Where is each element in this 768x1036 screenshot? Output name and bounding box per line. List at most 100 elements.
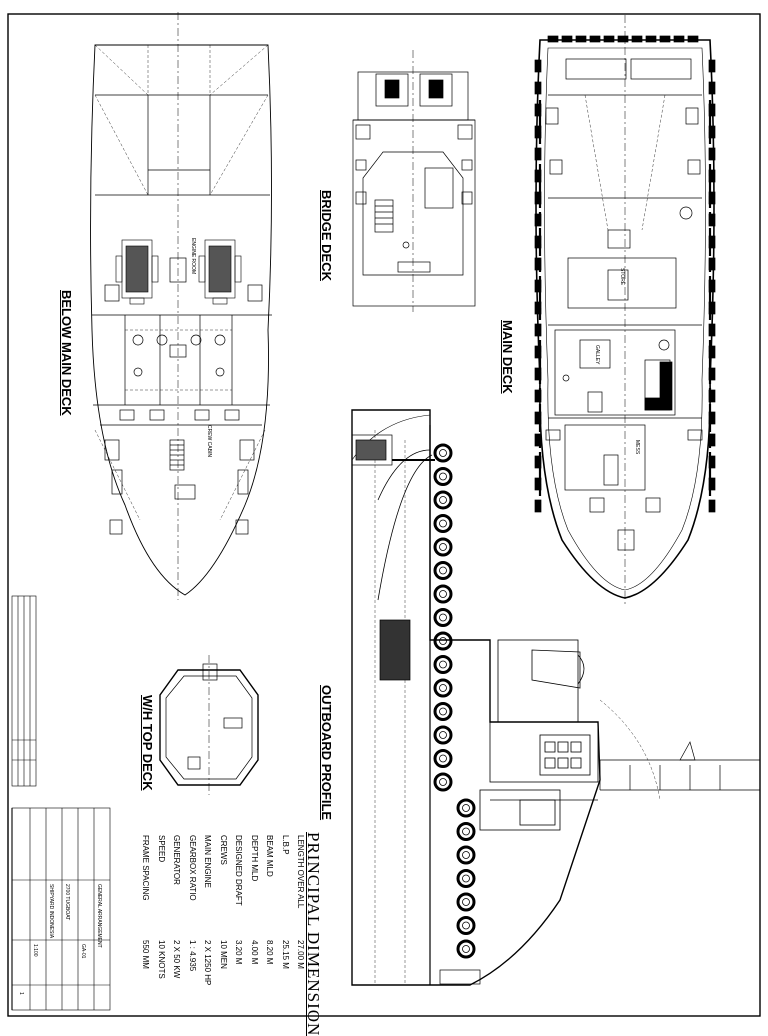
fender-block	[534, 389, 542, 403]
principal-dimension-label: GENERATOR	[172, 835, 181, 885]
principal-dimension-value: 4.00 M	[249, 940, 259, 965]
view-title-bridge-deck: BRIDGE DECK	[319, 190, 334, 282]
fender-tire-hub	[439, 449, 447, 457]
principal-dimension-value: 1 : 4.935	[187, 940, 197, 972]
fender-tire-hub	[439, 472, 447, 481]
principal-dimension-label: DESIGNED DRAFT	[234, 835, 243, 906]
fender-block	[645, 35, 657, 43]
fender-tire-hub	[462, 804, 470, 812]
fender-tire	[433, 584, 453, 604]
fender-block	[534, 235, 542, 249]
principal-dimension-label: LENGTH OVER ALL	[296, 835, 305, 909]
fender-block	[534, 279, 542, 293]
title-block-project: 2700 TUGBOAT	[64, 884, 70, 921]
fender-tire-hub	[439, 590, 447, 598]
fender-tire-hub	[462, 945, 470, 953]
fender-tire	[433, 702, 453, 721]
title-block-scale: 1:100	[32, 944, 38, 957]
view-title-main-deck: MAIN DECK	[500, 320, 515, 394]
fender-tire	[433, 772, 453, 792]
fender-block	[534, 345, 542, 359]
fender-block	[534, 191, 542, 205]
fender-block	[534, 213, 542, 227]
fender-tires-lower	[456, 798, 476, 959]
fender-block	[708, 213, 716, 227]
fender-tire-hub	[439, 543, 447, 551]
fender-block	[603, 35, 615, 43]
fender-block	[631, 35, 643, 43]
fender-block	[708, 191, 716, 205]
fender-tire	[456, 916, 476, 935]
principal-dimension-label: CREWS	[218, 835, 228, 865]
fender-block	[617, 35, 629, 43]
sheet-border	[7, 13, 761, 1017]
fender-tire-hub	[439, 754, 447, 763]
fender-block	[575, 35, 587, 43]
room-label-engine-room: ENGINE ROOM	[190, 238, 196, 275]
title-block-dwg-no: GA-01	[80, 944, 86, 959]
fender-tire	[433, 537, 453, 557]
principal-dimension-heading: PRINCIPAL DIMENSION	[304, 832, 323, 1036]
fender-tire	[433, 749, 453, 768]
fender-tire-hub	[439, 660, 447, 669]
title-block-client: SHIPYARD INDONESIA	[48, 884, 54, 939]
principal-dimension-label: DEPTH MLD	[249, 835, 259, 882]
fender-block	[534, 301, 542, 315]
fender-tire	[456, 869, 476, 888]
fender-block	[708, 103, 716, 117]
fender-tire	[433, 678, 453, 698]
fender-tire	[433, 514, 453, 533]
fender-tire	[433, 655, 453, 674]
fender-block	[589, 35, 601, 43]
main-deck-plan	[534, 15, 716, 605]
bridge-deck-plan	[352, 50, 476, 312]
fender-block	[708, 411, 716, 425]
fender-block	[534, 477, 542, 491]
main-engine-stbd	[198, 239, 242, 305]
fender-block	[561, 35, 573, 43]
main-engine-port	[115, 239, 159, 305]
fender-tire	[456, 798, 476, 818]
mast	[497, 639, 585, 723]
principal-dimension-value: 27.00 M	[296, 940, 305, 969]
principal-dimension-value: 2 X 50 KW	[172, 940, 181, 979]
fender-block	[534, 81, 542, 95]
fender-block	[534, 411, 542, 425]
fender-block	[534, 103, 542, 117]
fender-block	[708, 81, 716, 95]
fender-block	[534, 433, 542, 447]
fender-tire	[456, 845, 476, 865]
fender-block	[534, 59, 542, 73]
fender-tire-hub	[439, 637, 447, 645]
fender-block	[708, 257, 716, 271]
wh-top-deck-plan	[159, 655, 259, 795]
below-main-deck-plan	[90, 12, 272, 600]
fender-tire	[456, 822, 476, 841]
fender-block	[708, 301, 716, 315]
principal-dimension-label: GEARBOX RATIO	[187, 835, 197, 901]
title-block-sheet: 1	[18, 992, 24, 995]
principal-dimension-label: FRAME SPACING	[141, 835, 150, 901]
fender-block	[673, 35, 685, 43]
principal-dimension-value: 2 X 1250 HP	[203, 940, 212, 986]
fender-block	[534, 499, 542, 513]
fender-tire-hub	[439, 496, 447, 504]
fender-block	[708, 367, 716, 381]
fender-block	[534, 323, 542, 337]
fender-tire-hub	[439, 519, 447, 528]
principal-dimension-label: SPEED	[156, 835, 166, 863]
fender-block	[534, 455, 542, 469]
fender-block	[708, 345, 716, 359]
view-title-outboard-profile: OUTBOARD PROFILE	[319, 685, 334, 821]
fender-tire-hub	[439, 707, 447, 716]
fender-tire-hub	[462, 898, 470, 906]
fender-tire	[433, 490, 453, 510]
fender-block	[708, 279, 716, 293]
fender-tire-hub	[439, 731, 447, 739]
fender-block	[708, 433, 716, 447]
principal-dimension-value: 10 KNOTS	[156, 940, 166, 979]
fender-tires-upper	[433, 443, 453, 792]
fender-block	[708, 499, 716, 513]
